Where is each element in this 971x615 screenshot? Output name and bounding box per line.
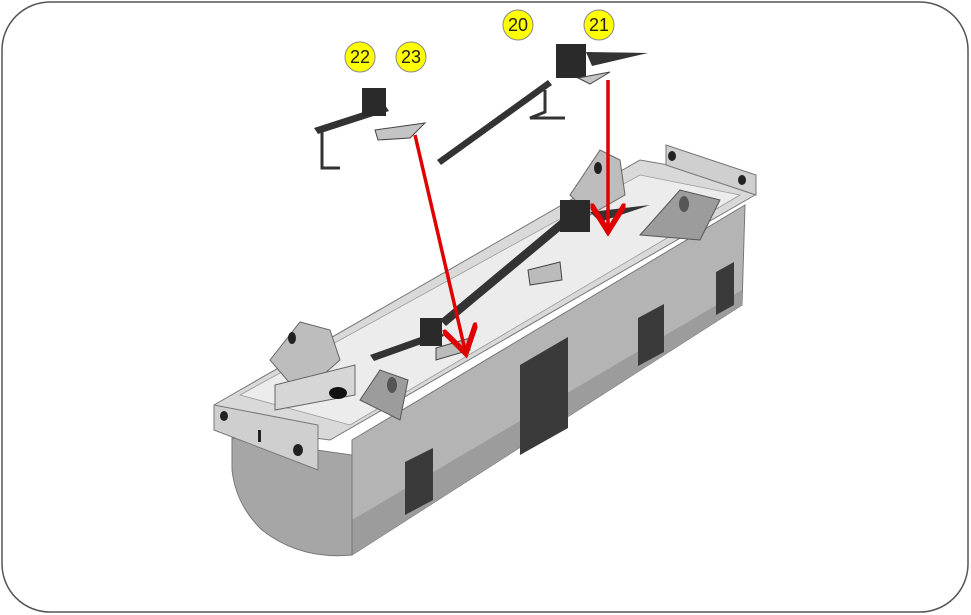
callout-20: 20	[502, 9, 534, 41]
arrow-22-23	[413, 134, 465, 350]
side-window-1	[405, 448, 433, 515]
end-tab-left	[213, 404, 319, 471]
part-20-21	[437, 44, 648, 165]
callout-21: 21	[583, 9, 615, 41]
chassis-deck	[238, 174, 742, 426]
side-window-4	[716, 262, 734, 315]
side-window-3	[638, 304, 664, 366]
callout-21-label: 21	[589, 15, 609, 35]
side-window-2	[520, 337, 568, 455]
chassis-end-side	[231, 437, 353, 557]
end-hole-3	[668, 151, 676, 161]
callout-23: 23	[395, 41, 427, 73]
part-22-23	[314, 88, 427, 170]
end-tab-right	[665, 144, 757, 196]
callout-22-label: 22	[350, 47, 370, 67]
end-hole-4	[738, 175, 746, 185]
end-slot	[258, 430, 261, 442]
bogie-mount-left	[269, 321, 409, 421]
end-hole-1	[220, 411, 228, 421]
end-hole-2	[293, 444, 303, 456]
callout-22: 22	[344, 41, 376, 73]
callout-23-label: 23	[401, 47, 421, 67]
callout-20-label: 20	[508, 15, 528, 35]
